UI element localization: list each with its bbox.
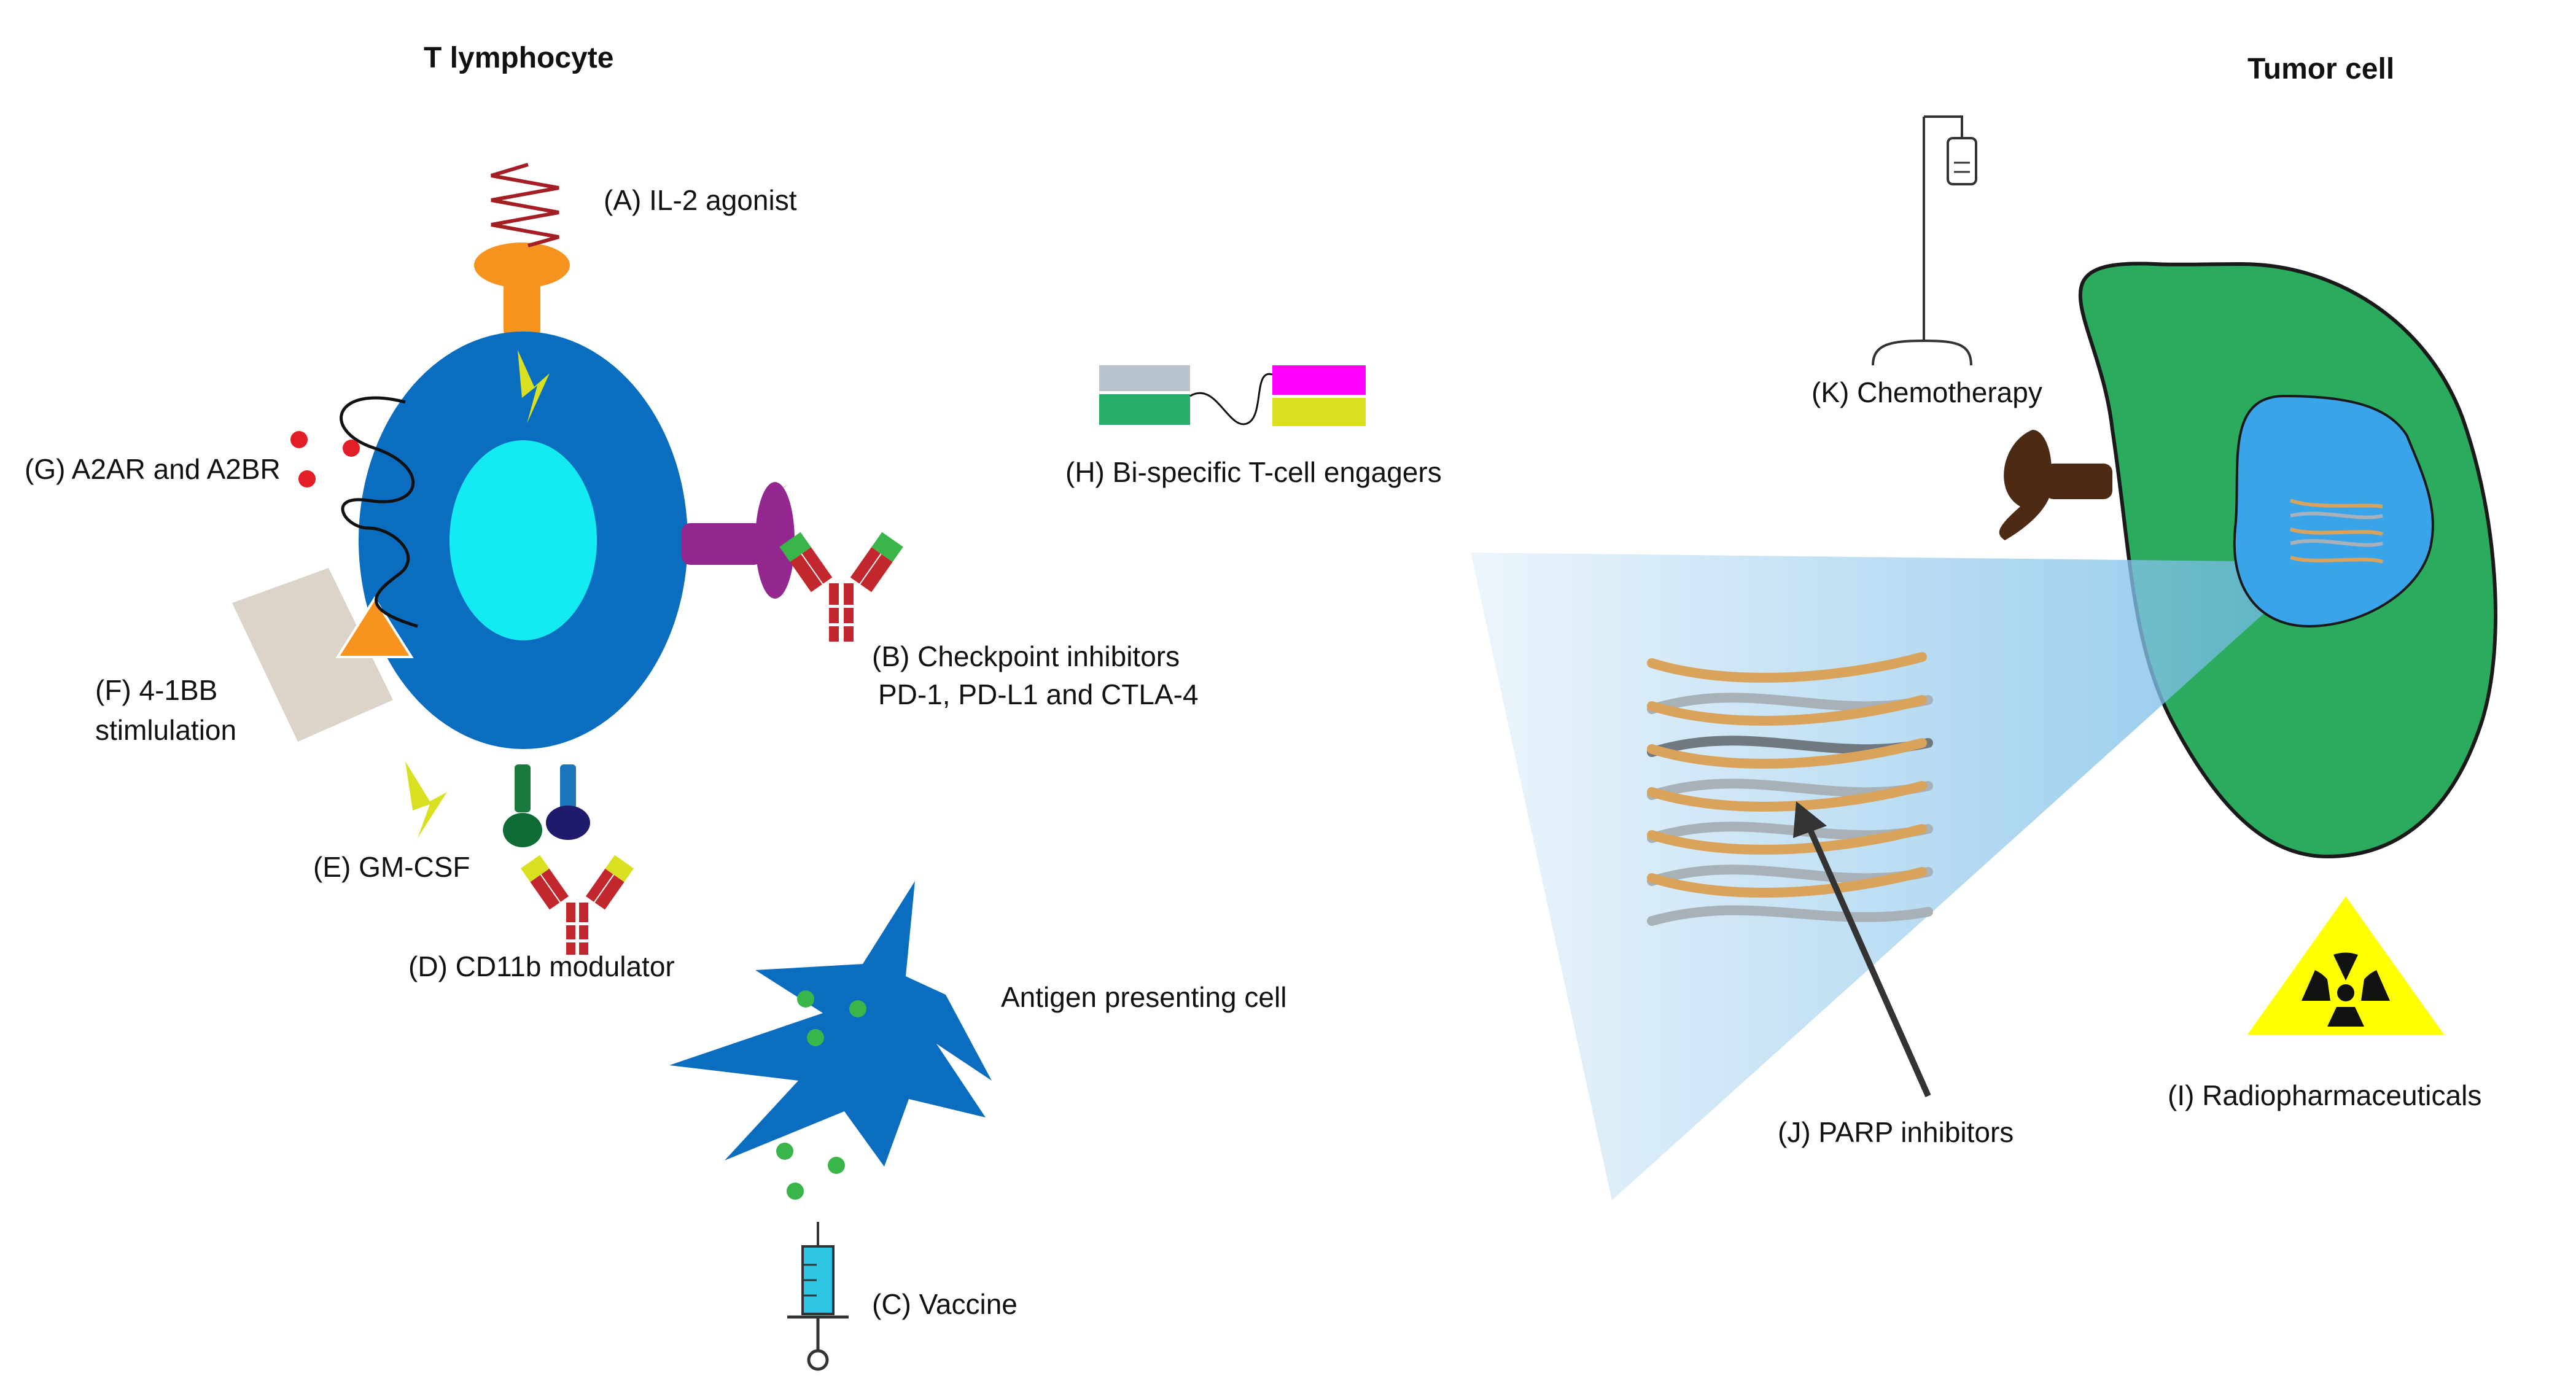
lightning-icon — [405, 761, 447, 838]
radiopharmaceuticals-label: (I) Radiopharmaceuticals — [2168, 1079, 2481, 1111]
dna-helix — [1647, 652, 1933, 926]
a2ar-label: (G) A2AR and A2BR — [25, 453, 281, 485]
parp-label: (J) PARP inhibitors — [1778, 1116, 2014, 1148]
cd11b-antibody — [520, 855, 634, 955]
adenosine-dots — [290, 431, 360, 488]
parp-arrow — [1793, 801, 1931, 1098]
il2-agonist-spring — [491, 163, 559, 247]
bispecific-engager — [1099, 365, 1366, 426]
chemo-receptor — [1999, 430, 2112, 540]
apc-label: Antigen presenting cell — [1001, 981, 1286, 1013]
lightning-icon — [518, 350, 550, 424]
il2-receptor — [474, 243, 570, 338]
bispecific-label: (H) Bi-specific T-cell engagers — [1065, 456, 1442, 488]
checkpoint-label-1: (B) Checkpoint inhibitors — [872, 640, 1180, 672]
antigen-dots — [776, 990, 866, 1200]
fourone-bb-label-2: stimlulation — [95, 714, 236, 746]
checkpoint-receptor — [682, 482, 795, 599]
antigen-presenting-cell — [669, 881, 992, 1167]
cd11b-label: (D) CD11b modulator — [408, 950, 675, 982]
tumor-cell-title: Tumor cell — [2247, 53, 2394, 85]
a2ar-receptor — [340, 396, 418, 628]
radiation-icon — [2247, 896, 2444, 1035]
cd11b-receptor — [503, 764, 590, 847]
iv-drip-icon — [1872, 115, 1977, 366]
t-lymphocyte-title: T lymphocyte — [424, 42, 613, 74]
gmcsf-label: (E) GM-CSF — [313, 851, 470, 883]
il2-agonist-label: (A) IL-2 agonist — [604, 184, 797, 216]
small-dna — [2289, 499, 2383, 564]
syringe-icon — [787, 1222, 849, 1371]
t-cell-nucleus — [449, 440, 597, 640]
vaccine-label: (C) Vaccine — [872, 1288, 1018, 1320]
fourone-bb-receptor — [232, 568, 393, 742]
checkpoint-antibody — [779, 532, 903, 642]
tumor-nucleus — [2233, 394, 2434, 628]
fourone-bb-label-1: (F) 4-1BB — [95, 674, 217, 706]
fourone-bb-ligand — [335, 596, 414, 658]
chemotherapy-label: (K) Chemotherapy — [1811, 376, 2042, 408]
checkpoint-label-2: PD-1, PD-L1 and CTLA-4 — [878, 678, 1199, 710]
